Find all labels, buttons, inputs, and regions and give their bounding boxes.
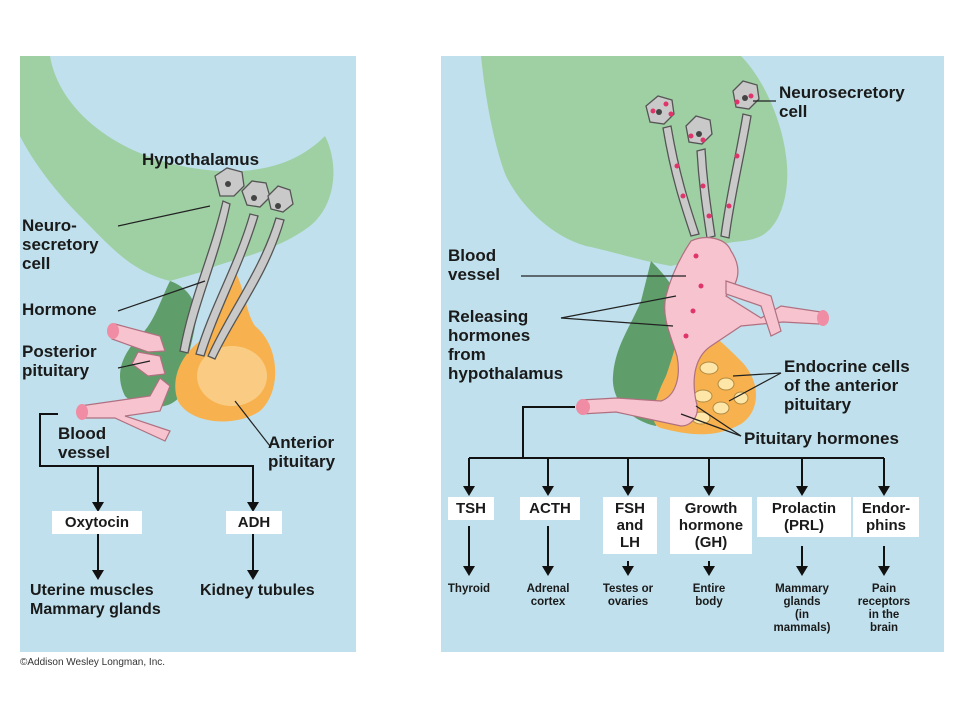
blood-vessel-label: Blood vessel — [58, 424, 110, 462]
blood-vessel-network — [580, 237, 822, 427]
oxytocin-target: Uterine muscles Mammary glands — [30, 582, 161, 618]
hormone-label: Hormone — [22, 300, 97, 319]
neurosecretory-cell-label: Neuro- secretory cell — [22, 216, 99, 273]
acth-box: ACTH — [520, 497, 580, 520]
hypothalamus-label: Hypothalamus — [142, 150, 260, 169]
blood-vessel-posterior — [79, 323, 171, 442]
anterior-pituitary-panel: Neurosecretory cell Blood vessel Releasi… — [441, 56, 944, 652]
posterior-pituitary-label: Posterior pituitary — [22, 342, 97, 380]
endorphins-target: Pain receptors in the brain — [857, 583, 911, 634]
fsh-lh-target: Testes or ovaries — [602, 583, 654, 608]
posterior-pituitary-illustration — [20, 56, 334, 580]
neurosecretory-cell-label: Neurosecretory cell — [779, 83, 905, 121]
adh-target: Kidney tubules — [200, 582, 315, 599]
endocrine-cells-label: Endocrine cells of the anterior pituitar… — [784, 357, 910, 414]
prolactin-box: Prolactin (PRL) — [757, 497, 851, 537]
tsh-box: TSH — [448, 497, 494, 520]
releasing-hormones-label: Releasing hormones from hypothalamus — [448, 307, 564, 383]
acth-target: Adrenal cortex — [526, 583, 570, 608]
tsh-target: Thyroid — [447, 583, 491, 595]
endorphins-box: Endor- phins — [853, 497, 919, 537]
anterior-pituitary-label: Anterior pituitary — [268, 433, 336, 471]
anterior-pituitary-illustration — [463, 56, 890, 576]
copyright-notice: ©Addison Wesley Longman, Inc. — [20, 657, 166, 668]
oxytocin-box: Oxytocin — [52, 511, 142, 534]
fsh-lh-box: FSH and LH — [603, 497, 657, 554]
growth-hormone-target: Entire body — [692, 583, 726, 608]
blood-vessel-label: Blood vessel — [448, 246, 500, 284]
pituitary-hormones-label: Pituitary hormones — [744, 429, 899, 448]
posterior-pituitary-panel: Hypothalamus Neuro- secretory cell Hormo… — [20, 56, 356, 652]
prolactin-target: Mammary glands (in mammals) — [773, 583, 831, 634]
adh-box: ADH — [226, 511, 282, 534]
growth-hormone-box: Growth hormone (GH) — [670, 497, 752, 554]
